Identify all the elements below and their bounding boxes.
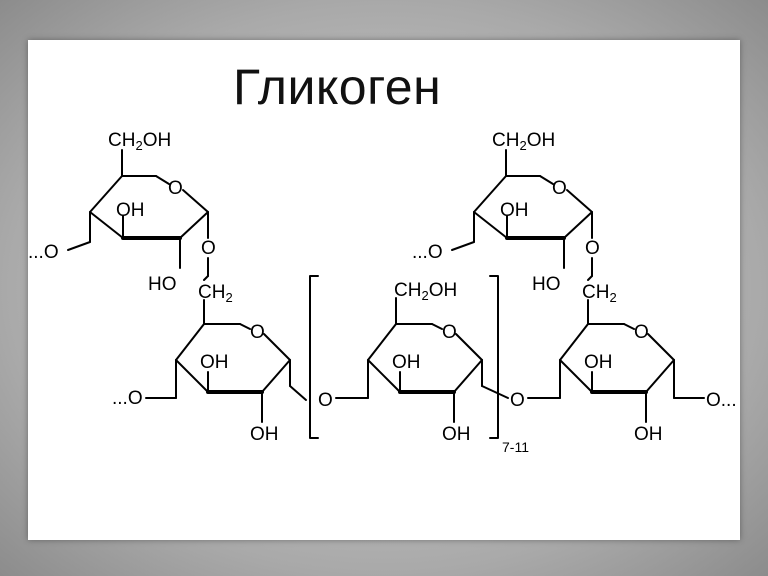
repeat-subscript: 7-11 bbox=[502, 439, 529, 455]
ring-bottom-right-ch2-label: CH2 bbox=[582, 282, 617, 305]
ring-top-left-left-o: ...O bbox=[28, 242, 59, 263]
ring-middle-oh-lower: OH bbox=[442, 424, 471, 445]
glycogen-structure: CH2OH O OH HO ...O O CH2 O OH OH ...O O … bbox=[28, 130, 737, 455]
ring-bottom-left-ring-oxygen: O bbox=[250, 322, 265, 343]
ring-middle-bonds bbox=[335, 297, 509, 423]
ring-bottom-left-ch2-label: CH2 bbox=[198, 282, 233, 305]
ring-top-left-ring-oxygen: O bbox=[168, 178, 183, 199]
ring-middle-ring-oxygen: O bbox=[442, 322, 457, 343]
ring-middle-ch2oh-label: CH2OH bbox=[394, 280, 457, 303]
ring-top-right-left-o: ...O bbox=[412, 242, 443, 263]
ring-bottom-left-bonds bbox=[145, 299, 307, 423]
ring-bottom-right-bonds bbox=[527, 299, 705, 423]
diagram-title: Гликоген bbox=[233, 59, 442, 115]
ring-top-right-ho-label: HO bbox=[532, 274, 561, 295]
ring-bottom-right-oh-lower: OH bbox=[634, 424, 663, 445]
ring-middle-oh-label: OH bbox=[392, 352, 421, 373]
ring-top-right-bonds bbox=[451, 149, 593, 281]
ring-top-right-ch2oh-label: CH2OH bbox=[492, 130, 555, 153]
ring-bottom-right-left-link-oxygen: O bbox=[510, 390, 525, 411]
ring-middle-left-link-oxygen: O bbox=[318, 390, 333, 411]
ring-top-left-bonds bbox=[67, 149, 209, 281]
ring-bottom-right-right-o: O... bbox=[706, 390, 737, 411]
ring-top-right-ring-oxygen: O bbox=[552, 178, 567, 199]
ring-top-left-ch2oh-label: CH2OH bbox=[108, 130, 171, 153]
ring-bottom-left-oh-label: OH bbox=[200, 352, 229, 373]
ring-top-right-oh-label: OH bbox=[500, 200, 529, 221]
ring-bottom-right-ring-oxygen: O bbox=[634, 322, 649, 343]
ring-top-left-oh-label: OH bbox=[116, 200, 145, 221]
ring-bottom-right-oh-label: OH bbox=[584, 352, 613, 373]
slide: Гликоген bbox=[28, 40, 740, 540]
ring-bottom-left-oh-lower: OH bbox=[250, 424, 279, 445]
ring-bottom-left-left-o: ...O bbox=[112, 388, 143, 409]
ring-top-left-ho-label: HO bbox=[148, 274, 177, 295]
glycosidic-oxygen-right: O bbox=[585, 238, 600, 259]
repeat-brackets bbox=[309, 275, 499, 439]
glycosidic-oxygen-left: O bbox=[201, 238, 216, 259]
